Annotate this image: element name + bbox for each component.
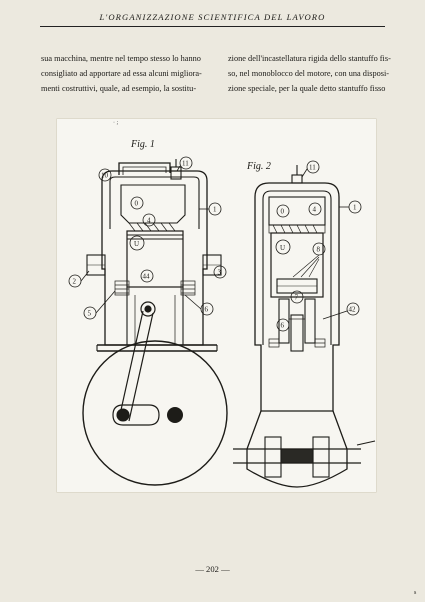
text-line: consigliato ad apportare ad essa alcuni … [41, 69, 202, 78]
engine-cylinder-drawings: Fig. 1 · ; [68, 120, 376, 488]
fig2-callout: 1 [353, 204, 357, 212]
fig1-callout: 3 [218, 269, 222, 277]
text-line: zione speciale, per la quale detto stant… [228, 84, 386, 93]
fig1-callout: 2 [73, 278, 77, 286]
fig1-callout: 5 [88, 310, 92, 318]
fig2-caption: Fig. 2 [246, 161, 271, 172]
fig1-drawing: Fig. 1 · ; [82, 120, 228, 486]
fig1-callout: 0 [135, 200, 139, 208]
text-column-right: zione dell'incastellatura rigida dello s… [228, 51, 404, 96]
fig1-callout: U [134, 240, 139, 248]
text-line: menti costruttivi, quale, ad esempio, la… [41, 84, 197, 93]
running-title: L'ORGANIZZAZIONE SCIENTIFICA DEL LAVORO [99, 12, 326, 22]
fig2-callout: 7 [295, 294, 299, 302]
fig1-callouts: 11 10 1 4 0 U 2 3 5 [68, 156, 227, 320]
fig1-callout: 11 [182, 160, 189, 168]
edge-mark: s [414, 590, 417, 596]
fig2-callout: 8 [317, 246, 321, 254]
fig2-callouts: 11 0 4 1 U 8 7 6 42 [275, 160, 362, 332]
fig1-callout: 44 [143, 273, 151, 281]
fig2-callout: 42 [349, 306, 357, 314]
header-rule [40, 26, 385, 27]
page-number: — 202 — [195, 564, 230, 574]
fig1-callout: 10 [101, 172, 109, 180]
fig2-callout: 6 [281, 322, 285, 330]
engine-drawing-plate: Fig. 1 · ; [57, 119, 376, 492]
fig2-callout: 4 [313, 206, 317, 214]
fig1-callout: 6 [205, 306, 209, 314]
fig1-caption: Fig. 1 [130, 139, 155, 150]
fig2-callout: U [280, 244, 285, 252]
text-column-left: sua macchina, mentre nel tempo stesso lo… [41, 51, 217, 96]
text-line: sua macchina, mentre nel tempo stesso lo… [41, 54, 201, 63]
fig2-drawing: Fig. 2 [233, 161, 376, 488]
fig1-callout: 4 [147, 217, 151, 225]
svg-text:· ;: · ; [113, 120, 118, 126]
fig1-callout: 1 [213, 206, 217, 214]
text-line: so, nel monoblocco del motore, con una d… [228, 69, 390, 78]
fig2-callout: 0 [281, 208, 285, 216]
fig2-callout: 11 [309, 164, 316, 172]
text-line: zione dell'incastellatura rigida dello s… [228, 54, 391, 63]
